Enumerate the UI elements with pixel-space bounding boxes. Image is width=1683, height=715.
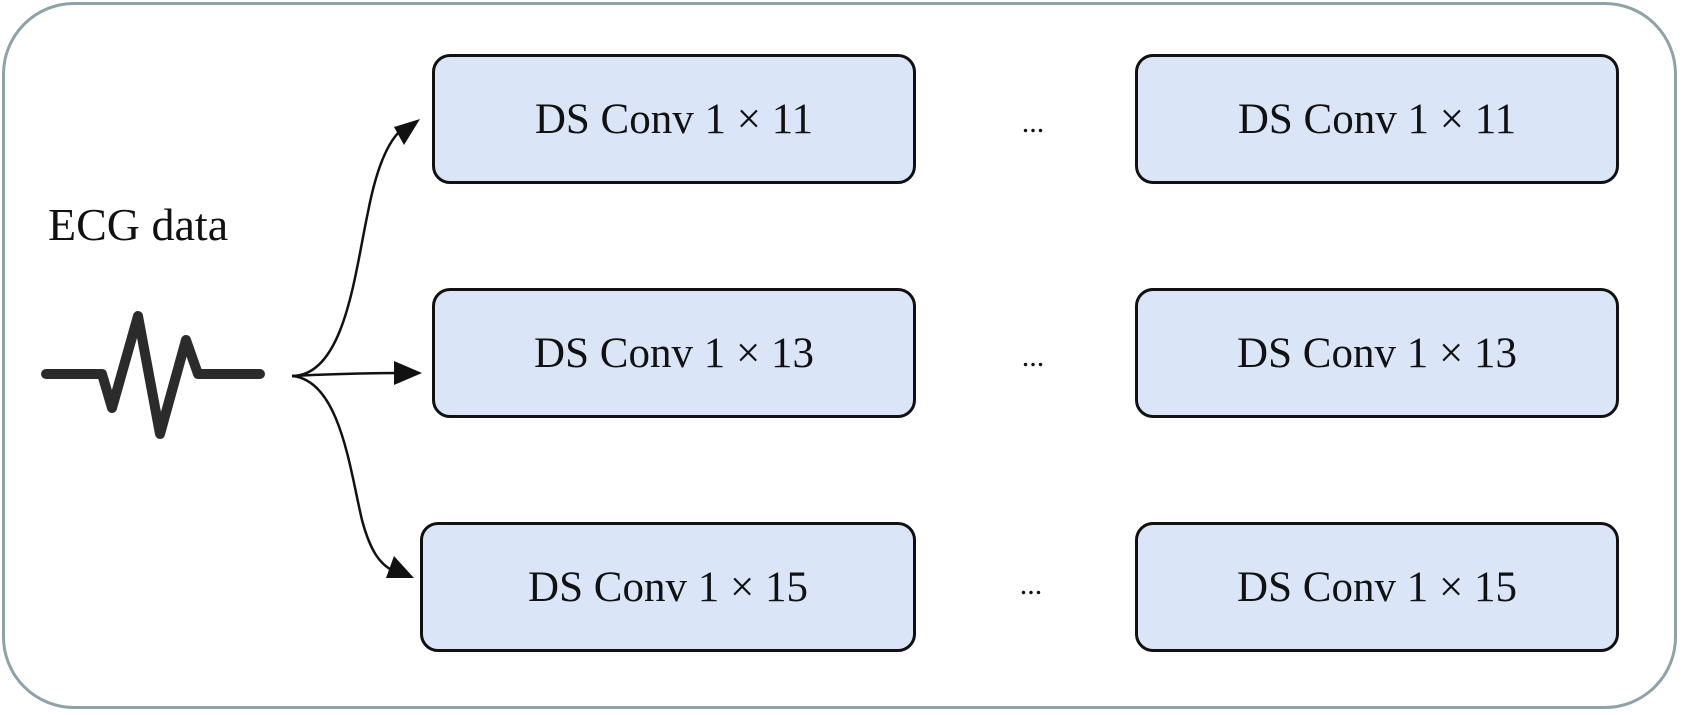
ds-conv-node-row1-first: DS Conv 1 × 11 xyxy=(432,54,916,184)
arrow-to-branch-1 xyxy=(291,122,411,378)
arrow-head-branch-2 xyxy=(394,361,422,385)
ds-conv-node-row3-first: DS Conv 1 × 15 xyxy=(420,522,916,652)
node-label: DS Conv 1 × 13 xyxy=(1237,329,1517,377)
arrow-head-branch-1 xyxy=(394,119,420,145)
arrow-to-branch-3 xyxy=(291,374,397,574)
node-label: DS Conv 1 × 13 xyxy=(534,329,814,377)
ellipsis-row1: ... xyxy=(1021,106,1045,139)
ds-conv-node-row1-last: DS Conv 1 × 11 xyxy=(1135,54,1619,184)
node-label: DS Conv 1 × 15 xyxy=(528,563,808,611)
arrow-head-branch-3 xyxy=(386,556,414,578)
ds-conv-node-row3-last: DS Conv 1 × 15 xyxy=(1135,522,1619,652)
node-label: DS Conv 1 × 11 xyxy=(1237,95,1517,143)
arrow-to-branch-2 xyxy=(291,371,403,378)
node-label: DS Conv 1 × 11 xyxy=(534,95,814,143)
ds-conv-node-row2-last: DS Conv 1 × 13 xyxy=(1135,288,1619,418)
node-label: DS Conv 1 × 15 xyxy=(1237,563,1517,611)
ellipsis-row3: ... xyxy=(1019,568,1043,601)
ecg-waveform-icon xyxy=(41,311,265,439)
ellipsis-row2: ... xyxy=(1021,340,1045,373)
ds-conv-node-row2-first: DS Conv 1 × 13 xyxy=(432,288,916,418)
input-label: ECG data xyxy=(48,199,229,250)
